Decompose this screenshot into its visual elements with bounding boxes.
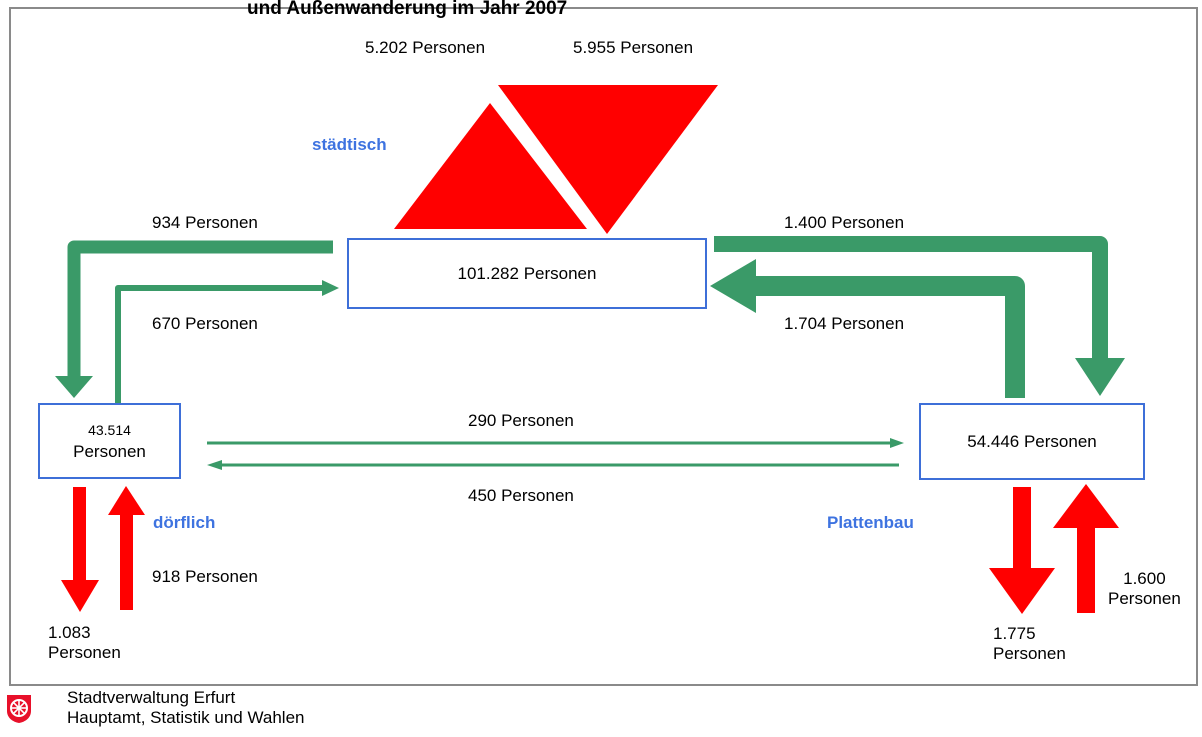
urban-to-prefab-arrow — [714, 236, 1108, 360]
prefab-inflow-arrowhead — [1053, 484, 1119, 528]
label-village-to-urban: 670 Personen — [152, 314, 258, 333]
label-urban-out: 5.202 Personen — [365, 38, 486, 57]
label-prefab-out-value: 1.775 — [993, 624, 1036, 643]
urban-outflow-triangle — [394, 103, 587, 229]
urban-population-value: 101.282 Personen — [457, 263, 597, 283]
label-prefab-out: 1.775 Personen — [993, 624, 1066, 664]
label-urban-to-prefab: 1.400 Personen — [784, 213, 905, 232]
prefab-inflow-shaft — [1077, 524, 1095, 613]
label-urban-to-village: 934 Personen — [152, 213, 258, 232]
label-prefab-in-value: 1.600 — [1123, 569, 1166, 588]
village-population-value: 43.514 — [88, 422, 131, 438]
urban-to-village-arrowhead — [55, 376, 93, 398]
category-urban: städtisch — [312, 135, 387, 154]
village-inflow-arrowhead — [108, 486, 145, 515]
flow-diagram — [55, 85, 1125, 614]
label-village-to-prefab: 290 Personen — [468, 411, 574, 430]
prefab-to-urban-arrow — [752, 276, 1025, 398]
prefab-outflow-arrowhead — [989, 568, 1055, 614]
village-to-urban-arrowhead — [322, 280, 339, 296]
urban-to-village-arrow — [67, 240, 333, 378]
label-prefab-to-urban: 1.704 Personen — [784, 314, 905, 333]
diagram-title: und Außenwanderung im Jahr 2007 — [247, 0, 568, 19]
urban-to-prefab-arrowhead — [1075, 358, 1125, 396]
label-prefab-to-village: 450 Personen — [468, 486, 574, 505]
urban-population-box: 101.282 Personen — [347, 238, 707, 309]
label-prefab-in-unit: Personen — [1108, 589, 1181, 608]
prefab-to-urban-arrowhead — [710, 259, 756, 313]
label-village-in: 918 Personen — [152, 567, 258, 586]
organization-line-1: Stadtverwaltung Erfurt — [67, 688, 236, 707]
prefab-population-value: 54.446 Personen — [967, 431, 1097, 451]
village-to-urban-arrow — [115, 285, 325, 404]
diagram-frame: und Außenwanderung im Jahr 2007 — [9, 0, 1198, 686]
village-population-box: 43.514 Personen — [38, 403, 181, 479]
village-to-prefab-arrowhead — [890, 438, 904, 448]
organization-line-2: Hauptamt, Statistik und Wahlen — [67, 708, 305, 727]
label-prefab-out-unit: Personen — [993, 644, 1066, 663]
category-prefab: Plattenbau — [827, 513, 914, 532]
urban-inflow-triangle — [498, 85, 718, 234]
prefab-to-village-arrowhead — [207, 460, 222, 470]
erfurt-wheel-logo-icon — [7, 695, 31, 723]
prefab-outflow-shaft — [1013, 487, 1031, 572]
organization-name: Stadtverwaltung Erfurt Hauptamt, Statist… — [67, 688, 305, 728]
label-village-out-unit: Personen — [48, 643, 121, 662]
village-outflow-arrowhead — [61, 580, 99, 612]
label-urban-in: 5.955 Personen — [573, 38, 694, 57]
category-village: dörflich — [153, 513, 216, 532]
label-village-out: 1.083 Personen — [48, 623, 121, 663]
prefab-population-box: 54.446 Personen — [919, 403, 1145, 480]
label-village-out-value: 1.083 — [48, 623, 91, 642]
village-outflow-shaft — [73, 487, 86, 583]
village-inflow-shaft — [120, 512, 133, 610]
footer: Stadtverwaltung Erfurt Hauptamt, Statist… — [0, 686, 1202, 737]
village-population-unit: Personen — [73, 442, 146, 461]
label-prefab-in: 1.600 Personen — [1108, 569, 1181, 609]
